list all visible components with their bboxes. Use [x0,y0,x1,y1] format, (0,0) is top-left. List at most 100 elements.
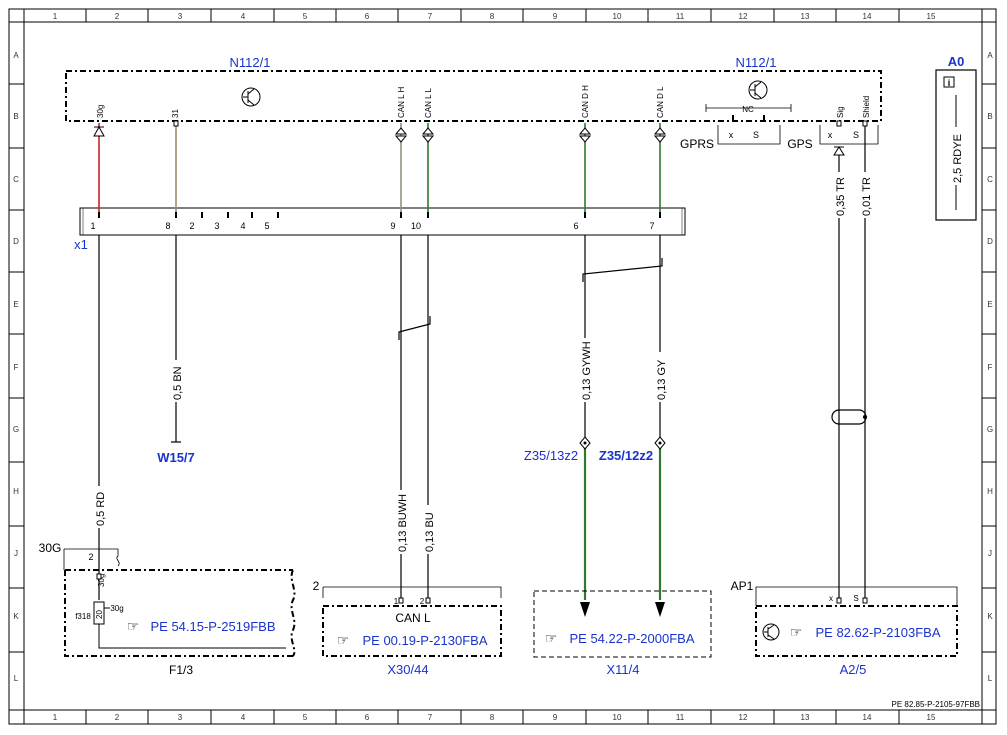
col-label: 13 [801,713,810,722]
row-label: L [14,674,19,683]
col-label: 5 [303,713,308,722]
info-icon-glyph: i [948,78,951,88]
grid-ticks [9,9,996,724]
col-label: 15 [927,12,936,21]
col-label: 9 [553,713,558,722]
x11-4-outline [533,590,712,658]
fuse-value: 20 [95,610,104,619]
wire-label-rd: 0,5 RD [95,492,107,526]
row-label: D [987,237,993,246]
x30-44-ref[interactable]: PE 00.19-P-2130FBA [362,633,487,648]
pin-bidir-icon [421,127,435,143]
col-label: 7 [428,12,433,21]
inner-frame [23,21,983,711]
wire-label-bn: 0,5 BN [172,366,184,400]
col-label: 8 [490,12,495,21]
col-label: 4 [241,12,246,21]
pointing-hand-icon: ☞ [337,632,350,648]
x1-pin-label: 3 [214,221,219,231]
point-w15-7[interactable]: W15/7 [157,450,195,465]
wire-label-gy: 0,13 GY [656,359,668,400]
pin-arrow-icon [833,146,845,156]
connector-pin-ticks [98,212,661,218]
pin-label-can-dh: CAN D H [581,85,590,118]
module-pin-symbols [93,120,868,156]
row-label: C [987,175,993,184]
a2-5-label: AP1 [731,579,754,593]
pin-label-can-dl: CAN D L [656,86,665,118]
pin-label-can-ll: CAN L L [424,88,433,118]
info-icon [943,76,955,88]
fuse-out: 30g [110,604,123,613]
col-label: 6 [365,713,370,722]
row-label: J [14,549,18,558]
wire-label-buwh: 0,13 BUWH [397,494,409,552]
twisted-pair-marker [398,316,431,340]
nc-bracket [705,104,792,112]
column-labels-top: 1 2 3 4 5 6 7 8 9 10 11 12 13 14 15 [53,12,936,21]
f1-3-ref[interactable]: PE 54.15-P-2519FBB [150,619,275,634]
a2-5-outline [755,605,958,657]
module-to-x1-wires [98,123,661,212]
legend-a0: A0 i 2,5 RDYE [935,54,977,221]
f1-3-pin30g: 30g [97,574,106,587]
label-bg [859,172,872,218]
pointing-hand-icon: ☞ [790,624,803,640]
transistor-icon [241,87,261,107]
f1-3-supply-line [64,548,120,567]
outer-frame [8,8,997,725]
gps-s-label: S [853,130,859,140]
row-label: B [13,112,18,121]
f1-3-name: F1/3 [169,663,193,677]
row-label: A [13,51,19,60]
row-label: H [987,487,993,496]
arrow-heads [580,602,665,617]
module-n112-1[interactable]: N112/1 N112/1 30g 31 CAN L H CAN L L CAN… [65,55,882,151]
pin-socket-icon [425,597,431,604]
pointing-hand-icon: ☞ [127,618,140,634]
col-label: 6 [365,12,370,21]
wire-label-tr1: 0,35 TR [835,177,847,216]
f1-3-supply: 30G [39,541,62,555]
point-z35-13z2[interactable]: Z35/13z2 [524,448,578,463]
row-label: J [988,549,992,558]
pin-bidir-icon [394,127,408,143]
twisted-pair-marker [582,258,663,282]
pin-socket-icon [836,597,842,604]
row-labels-right: A B C D E F G H J K L [987,51,993,683]
component-f1-3[interactable]: 30G 2 30g 20 f318 30g PE 54.15-P-2519FBB… [39,541,296,677]
col-label: 5 [303,12,308,21]
col-label: 13 [801,12,810,21]
label-bg [654,352,667,402]
col-label: 14 [863,12,872,21]
component-x30-44[interactable]: 2 CAN L 1 2 ☞ PE 00.19-P-2130FBA X30/44 [313,579,502,677]
row-label: C [13,175,19,184]
pin-bidir-icon [653,127,667,143]
pin-label-sig: Sig [836,106,845,118]
label-bg [395,490,408,554]
col-label: 12 [739,713,748,722]
gprs-x-label: x [729,130,734,140]
component-a2-5[interactable]: AP1 x S ☞ PE 82.62-P-2103FBA A2/5 [731,579,958,677]
pin-socket-icon [862,120,868,127]
a2-5-s: S [853,594,858,603]
pin-socket-icon [862,597,868,604]
connector-x1[interactable]: x1 1 8 2 3 4 5 9 10 6 7 [74,207,686,252]
component-x11-4[interactable]: ☞ PE 54.22-P-2000FBA X11/4 [533,590,712,677]
col-label: 1 [53,713,58,722]
x30-44-pin1: 1 [394,597,399,606]
label-bg [422,505,435,554]
pointing-hand-icon: ☞ [545,630,558,646]
x1-pin-label: 2 [189,221,194,231]
a2-5-ref[interactable]: PE 82.62-P-2103FBA [815,625,940,640]
legend-box [935,69,977,221]
point-z35-12z2[interactable]: Z35/12z2 [599,448,653,463]
col-label: 12 [739,12,748,21]
col-label: 14 [863,713,872,722]
f1-3-pin2: 2 [88,552,93,562]
col-label: 4 [241,713,246,722]
x11-4-ref[interactable]: PE 54.22-P-2000FBA [569,631,694,646]
lower-wires [98,126,867,598]
row-label: K [13,612,19,621]
row-label: B [987,112,992,121]
